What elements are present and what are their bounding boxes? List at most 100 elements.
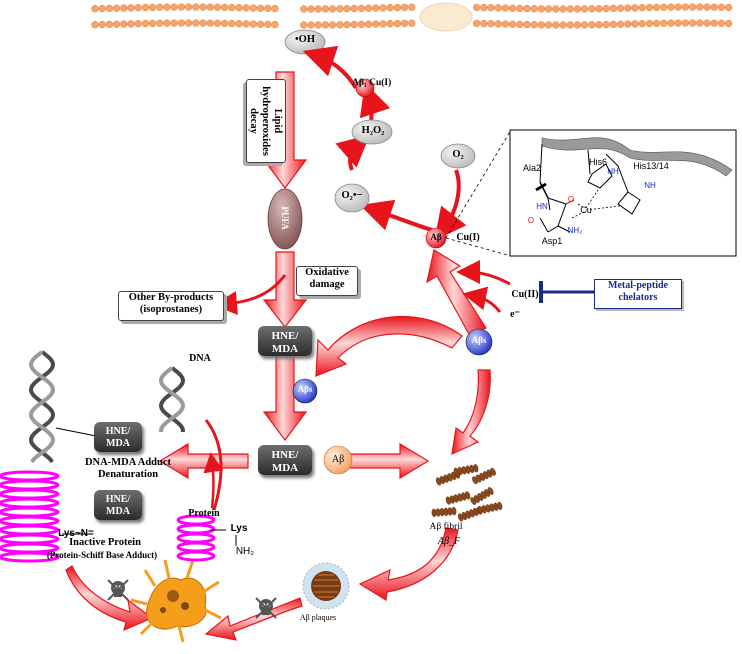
protein-helix-inactive <box>0 470 60 563</box>
lipid-head <box>552 21 560 29</box>
helix-turn <box>176 532 216 544</box>
lipid-head <box>624 20 632 28</box>
lipid-head <box>516 20 524 29</box>
arrow-fibril-to-plaques <box>358 527 459 601</box>
lipid-head <box>321 21 330 29</box>
skull-icon-right <box>255 597 277 619</box>
helix-turn <box>0 497 60 509</box>
lipid-head <box>98 20 106 29</box>
lipid-head <box>602 20 610 29</box>
lipid-head <box>328 5 337 13</box>
lipid-head <box>112 4 121 12</box>
cu-binding-inset <box>445 129 737 257</box>
arrow-abeta-cu-to-superoxide <box>359 199 433 232</box>
helix-turn <box>176 550 216 562</box>
lipid-head <box>141 19 150 28</box>
lipid-head <box>624 4 632 12</box>
lys-label: Lys <box>230 523 248 534</box>
lipid-head <box>271 20 279 29</box>
helix-turn <box>176 541 216 553</box>
lipid-head <box>400 3 409 12</box>
lipid-head <box>235 4 243 12</box>
lipid-head <box>609 4 618 13</box>
arrow-pufa-to-hne <box>262 251 308 328</box>
lipid-head <box>501 4 510 12</box>
lipid-head <box>559 21 567 29</box>
lipid-head <box>638 4 646 12</box>
lipid-head <box>307 21 315 29</box>
lipid-head <box>141 3 150 12</box>
hne-mda-box-dna: HNE/ MDA <box>94 422 142 452</box>
fibril-segment <box>445 491 471 505</box>
lipid-head <box>674 19 682 27</box>
lipid-head <box>156 3 164 11</box>
lipid-head <box>148 19 157 28</box>
lipid-head <box>400 19 409 28</box>
arrow-plaques-to-neuron <box>204 597 303 641</box>
lipid-head <box>336 5 344 13</box>
protein-helix-active <box>176 514 216 562</box>
inset-asp1: Asp1 <box>541 236 563 246</box>
lipid-head <box>300 5 308 13</box>
lipid-head <box>688 3 697 11</box>
lipid-head <box>530 21 538 29</box>
o2-bubble <box>440 143 476 169</box>
lipid-head <box>696 3 704 11</box>
fibril-segment <box>457 506 483 522</box>
dna-hne-connector <box>55 427 97 437</box>
lipid-head <box>199 3 207 11</box>
lipid-head <box>364 20 373 28</box>
inset-o-left: O <box>527 216 535 225</box>
lipid-head <box>602 4 610 13</box>
lipid-head <box>631 20 639 28</box>
skull-icon-left <box>107 579 129 601</box>
schiff-base-label: (Protein-Schiff Base Adduct) <box>46 550 158 560</box>
lipid-head <box>120 20 128 28</box>
lipid-head <box>213 3 222 11</box>
lipid-head <box>379 20 387 28</box>
abeta-plaque-image <box>302 562 350 610</box>
inset-hn: HN <box>536 202 548 211</box>
lipid-membrane <box>91 2 733 32</box>
dna-strand <box>28 350 55 464</box>
lipid-head <box>652 3 661 12</box>
arrow-o2-to-abeta-cu <box>434 169 467 241</box>
abeta-fibril-label: Aβ fibril <box>429 522 463 532</box>
lipid-head <box>588 21 596 29</box>
inset-cu: Cu <box>580 205 592 215</box>
lipid-head <box>681 3 690 11</box>
lipid-head <box>372 4 380 12</box>
lipid-head <box>350 20 358 29</box>
lipid-head <box>156 19 164 27</box>
inset-ala2: Ala2 <box>522 163 541 173</box>
inset-o-top: O <box>567 195 575 204</box>
lipid-head <box>523 4 531 13</box>
fibril-segment <box>431 506 457 518</box>
metal-peptide-chelators-box: Metal-peptide chelators <box>594 279 682 309</box>
dna-strand <box>158 366 185 433</box>
inset-nh-right: NH <box>644 181 656 190</box>
lipid-head <box>667 3 675 11</box>
lipid-head <box>523 20 531 29</box>
cu1-label: Cu(I) <box>456 232 480 243</box>
lipid-head <box>393 19 402 28</box>
arrow-abeta1-to-oh <box>302 45 358 90</box>
arrow-h2o2-to-abeta1 <box>359 82 391 123</box>
arrow-abetas-to-fibril <box>451 369 491 456</box>
lipid-head <box>588 5 596 13</box>
helix-turn <box>0 515 60 527</box>
lipid-head <box>696 19 704 27</box>
helix-turn <box>0 470 60 482</box>
arrow-superoxide-to-h2o2 <box>335 134 371 171</box>
lipid-head <box>660 3 668 11</box>
lipid-head <box>487 20 495 28</box>
lipid-head <box>379 4 387 12</box>
lipid-head <box>544 5 553 13</box>
fibril-segment <box>453 464 479 476</box>
lipid-head <box>170 3 178 11</box>
lipid-head <box>573 5 582 13</box>
inactive-protein-label: Inactive Protein <box>69 537 141 548</box>
membrane-protein <box>419 2 473 32</box>
lipid-head <box>595 5 603 13</box>
lipid-head <box>177 19 186 27</box>
